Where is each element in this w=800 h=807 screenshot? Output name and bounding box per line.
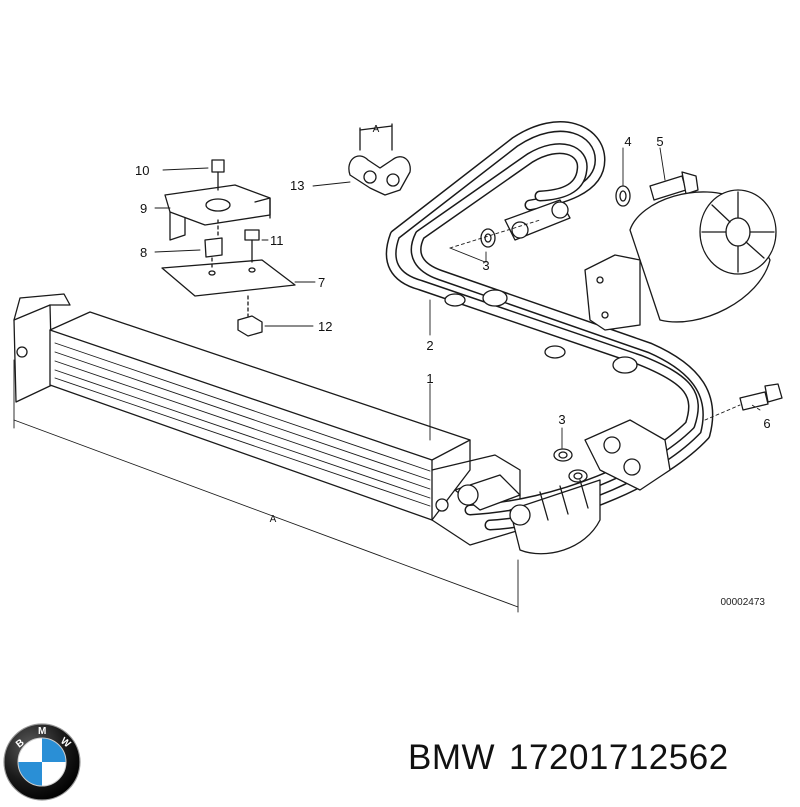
bracket-assembly	[161, 159, 296, 337]
diagram-reference-number: 00002473	[721, 597, 766, 608]
brand-name: BMW	[408, 738, 496, 777]
banjo-fittings	[454, 419, 671, 511]
hose-clamp-lower	[509, 479, 601, 555]
callout-4: 4	[624, 134, 631, 149]
callout-8: 8	[140, 245, 147, 260]
callout-5: 5	[656, 134, 663, 149]
callout-2: 2	[426, 338, 433, 353]
part-number: 17201712562	[509, 738, 729, 777]
callout-9: 9	[140, 201, 147, 216]
parts-diagram: 1 2 3 3 4 5 6 7 8 9 10 11 12 13 A A 0000…	[13, 121, 783, 613]
clip-part	[348, 123, 411, 196]
callout-13: 13	[290, 178, 304, 193]
callout-10: 10	[135, 163, 149, 178]
callout-12: 12	[318, 319, 332, 334]
callout-7: 7	[318, 275, 325, 290]
svg-text:M: M	[38, 726, 46, 737]
dimension-label-lower: A	[270, 514, 277, 525]
dimension-line	[13, 359, 519, 613]
callout-3-upper: 3	[482, 258, 489, 273]
dimension-label-upper: A	[373, 124, 380, 135]
callout-3-lower: 3	[558, 412, 565, 427]
oil-cooler-part	[13, 293, 521, 546]
callout-1: 1	[426, 371, 433, 386]
callout-11: 11	[270, 233, 284, 248]
bolt-part	[739, 383, 783, 411]
oil-filter-housing	[584, 189, 777, 331]
callout-6: 6	[763, 416, 770, 431]
part-caption: BMW 17201712562	[408, 738, 743, 778]
bmw-roundel-icon: B M W	[2, 722, 82, 802]
